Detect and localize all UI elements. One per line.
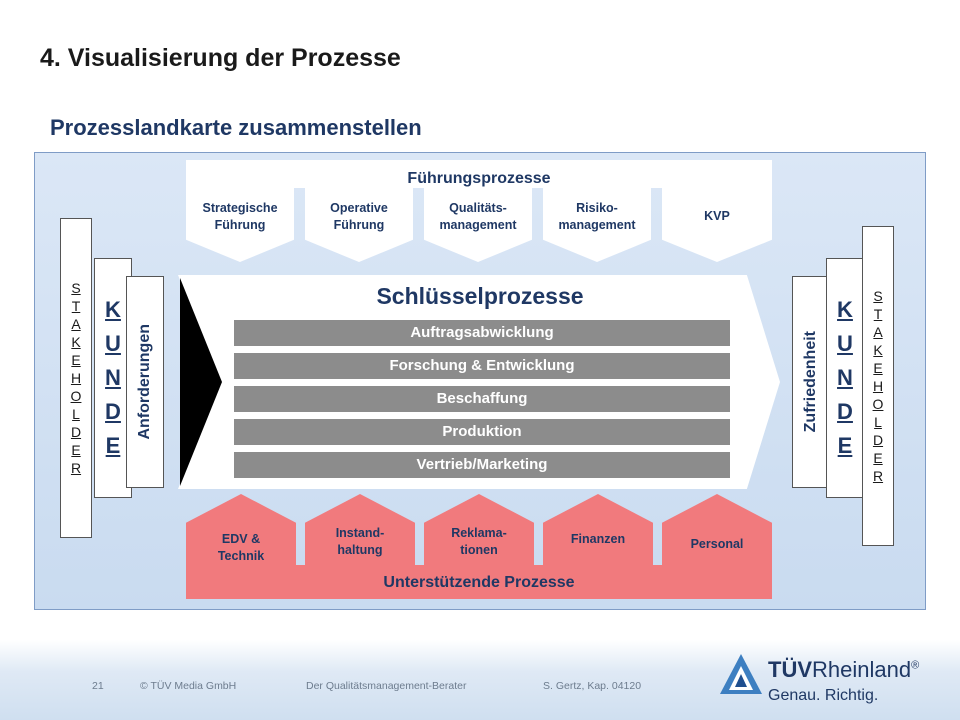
slide-subtitle: Prozesslandkarte zusammenstellen bbox=[50, 115, 422, 140]
schluesselprozesse-title: Schlüsselprozesse bbox=[376, 283, 584, 309]
unterstuetzende-label: Unterstützende Prozesse bbox=[383, 574, 575, 591]
process-bar: Auftragsabwicklung bbox=[234, 320, 730, 346]
zufriedenheit-box: Zufriedenheit bbox=[792, 276, 830, 488]
process-bar: Beschaffung bbox=[234, 386, 730, 412]
slide-title: 4. Visualisierung der Prozesse bbox=[40, 44, 401, 72]
tuv-triangle-logo-icon bbox=[720, 654, 762, 694]
footer-reference: S. Gertz, Kap. 04120 bbox=[543, 680, 642, 692]
anforderungen-box: Anforderungen bbox=[126, 276, 164, 488]
page-number: 21 bbox=[92, 680, 104, 692]
footer-band bbox=[0, 640, 960, 720]
footer-copyright: © TÜV Media GmbH bbox=[140, 680, 237, 692]
tuv-tagline: Genau. Richtig. bbox=[768, 687, 879, 704]
tuv-brand-wordmark: TÜVRheinland® bbox=[768, 657, 920, 682]
fuehrung-item: Qualitäts-management bbox=[424, 188, 532, 262]
process-bar: Produktion bbox=[234, 419, 730, 445]
footer-publication: Der Qualitätsmanagement-Berater bbox=[306, 680, 467, 692]
fuehrungsprozesse-header: Führungsprozesse bbox=[186, 160, 772, 188]
process-bar: Forschung & Entwicklung bbox=[234, 353, 730, 379]
process-bar: Vertrieb/Marketing bbox=[234, 452, 730, 478]
